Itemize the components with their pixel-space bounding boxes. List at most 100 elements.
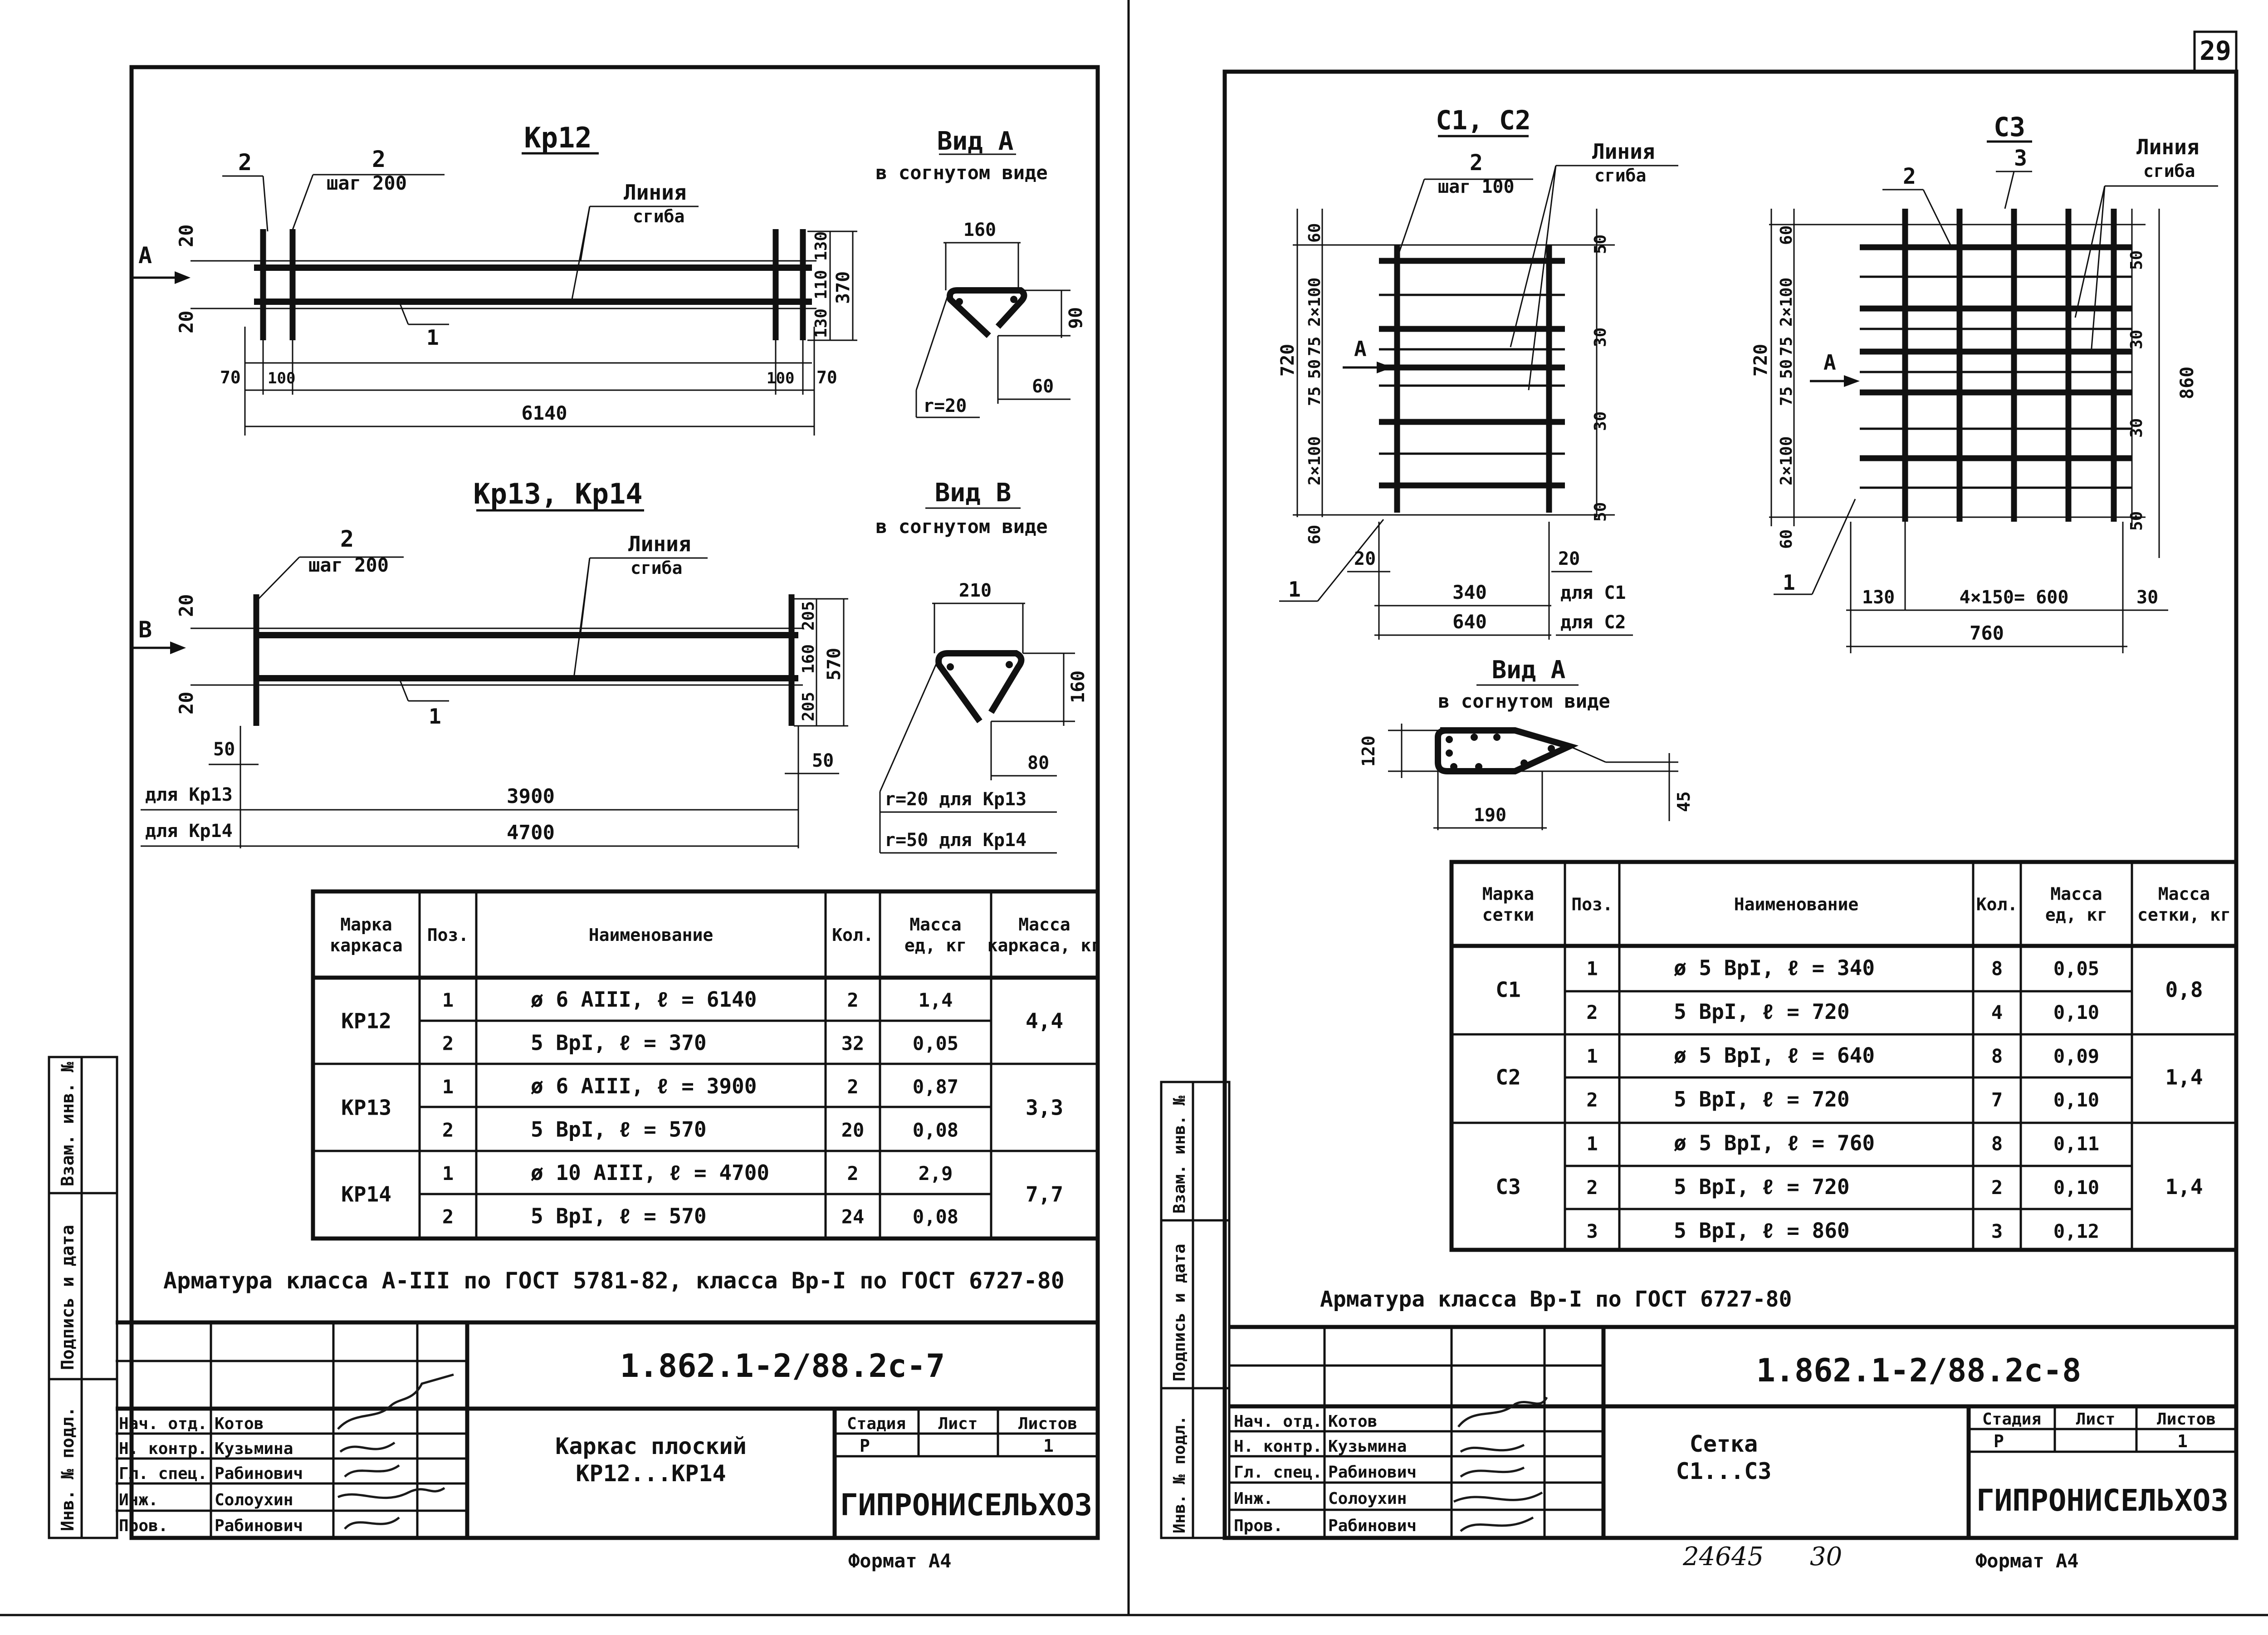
c-table-cell-mass: 0,11 — [2053, 1132, 2099, 1155]
kr12-dim-20-top: 20 — [175, 224, 197, 247]
left-side-stamp: Взам. инв. № Подпись и дата Инв. № подл. — [48, 1056, 118, 1539]
left-sheet-label: Лист — [938, 1415, 978, 1433]
c3-dim-75b: 75 — [1777, 387, 1796, 406]
kr-table-cell-total: 4,4 — [1026, 1009, 1063, 1033]
kr-table-cell-mark: КР13 — [341, 1096, 391, 1120]
kr-table-cell-total: 7,7 — [1026, 1182, 1063, 1207]
c-table-cell-name: 5 ВрI, ℓ = 860 — [1674, 1218, 1850, 1243]
left-name-line1: Каркас плоский — [555, 1433, 746, 1459]
c12-r-30-bot: 30 — [1591, 411, 1610, 431]
kr-table-cell-name: 5 ВрI, ℓ = 370 — [531, 1030, 707, 1055]
kr-table-cell-pos: 1 — [442, 1162, 454, 1185]
c12-dim-20-right: 20 — [1558, 548, 1580, 569]
left-role-2: Н. контр. — [119, 1439, 207, 1458]
kr12-dim-370: 370 — [833, 271, 854, 304]
c-table-cell-qty: 8 — [1991, 957, 2003, 979]
kr13-view-dim-height: 160 — [1068, 671, 1089, 703]
right-name-line2: С1...С3 — [1676, 1458, 1772, 1484]
left-title-block: 1.862.1-2/88.2с-7 Нач. отд. Н. контр. Гл… — [116, 1320, 1098, 1538]
kr-table-cell-mass: 0,08 — [913, 1205, 958, 1228]
c12-pos2-step: шаг 100 — [1438, 176, 1515, 197]
left-name-3: Рабинович — [215, 1464, 303, 1483]
kr12-bend-line-b: сгиба — [633, 206, 684, 226]
kr-table-cell-mass: 0,08 — [913, 1119, 958, 1141]
c12-dim-75b: 75 — [1305, 387, 1324, 406]
right-stage: Р — [1994, 1431, 2004, 1451]
c12-dim-50: 50 — [1305, 359, 1324, 379]
page-number: 29 — [2200, 35, 2231, 66]
right-role-1: Нач. отд. — [1234, 1412, 1322, 1431]
kr13-len-kr14: 4700 — [507, 821, 555, 844]
kr-table-cell-mass: 0,05 — [913, 1032, 958, 1054]
kr-table-cell-pos: 1 — [442, 1076, 454, 1098]
left-side-label-1: Взам. инв. № — [58, 1062, 78, 1186]
c3-bend-line-b: сгиба — [2143, 161, 2195, 181]
c-table-cell-mass: 0,10 — [2053, 1089, 2099, 1111]
left-sheets: 1 — [1043, 1436, 1054, 1456]
c-table-cell-mass: 0,10 — [2053, 1176, 2099, 1199]
kr-table-cell-mass: 0,87 — [913, 1076, 958, 1098]
c3-dim-130: 130 — [1862, 587, 1895, 608]
c12-pos2-label: 2 — [1470, 150, 1483, 176]
kr13-dim-160: 160 — [799, 644, 818, 674]
c12-pos1-label: 1 — [1288, 577, 1301, 602]
kr-table-header-4: Кол. — [832, 925, 874, 945]
c12-bend-line: Линия — [1592, 139, 1655, 164]
kr12-view-dim-height: 90 — [1066, 307, 1086, 329]
c-table-cell-qty: 3 — [1991, 1220, 2003, 1242]
right-name-1: Котов — [1328, 1412, 1377, 1431]
c12-title: С1, С2 — [1436, 105, 1531, 136]
c-table-cell-mass: 0,05 — [2053, 957, 2099, 979]
c3-dim-4x150: 4×150= 600 — [1960, 587, 2069, 608]
right-format: Формат А4 — [1975, 1550, 2079, 1572]
kr12-dim-20-bot: 20 — [175, 310, 197, 333]
left-role-5: Пров. — [119, 1517, 168, 1535]
c-table-cell-name: ø 5 ВрI, ℓ = 760 — [1674, 1131, 1875, 1155]
kr-table-cell-qty: 24 — [841, 1205, 865, 1228]
kr-table-cell-pos: 2 — [442, 1205, 454, 1228]
left-stage: Р — [860, 1436, 870, 1456]
c-table-cell-qty: 7 — [1991, 1089, 2003, 1111]
right-note: Арматура класса Вр-I по ГОСТ 6727-80 — [1320, 1287, 1792, 1312]
view-a-title: Вид А — [1492, 656, 1566, 684]
c-table-cell-pos: 1 — [1586, 1132, 1598, 1155]
c12-arrow-label: А — [1354, 337, 1367, 361]
right-role-2: Н. контр. — [1234, 1437, 1322, 1456]
right-name-2: Кузьмина — [1328, 1437, 1407, 1456]
left-org: ГИПРОНИСЕЛЬХОЗ — [840, 1488, 1092, 1522]
c3-r-50-bot: 50 — [2127, 511, 2146, 531]
kr13-arrow-label: В — [138, 617, 152, 643]
c12-r-30-top: 30 — [1591, 328, 1610, 347]
drawing-kr12: Кр12 2 2 шаг 200 Линия сгиба А 20 20 — [132, 121, 1086, 436]
kr12-view-dim-width: 160 — [963, 220, 996, 240]
c12-dim-340: 340 — [1452, 581, 1487, 603]
c-table-cell-mass: 0,10 — [2053, 1001, 2099, 1023]
kr13-title: Кр13, Кр14 — [473, 477, 642, 510]
kr13-for-kr13: для Кр13 — [145, 784, 233, 805]
kr-table-cell-qty: 20 — [841, 1119, 865, 1141]
c3-dim-860: 860 — [2177, 367, 2198, 399]
inventory-number: 24645 — [1682, 1542, 1764, 1571]
c3-r-50-top: 50 — [2127, 250, 2146, 270]
view-a-dim-height: 120 — [1359, 735, 1378, 767]
left-code: 1.862.1-2/88.2с-7 — [620, 1347, 945, 1385]
c-table-cell-qty: 2 — [1991, 1176, 2003, 1199]
kr12-view-radius: r=20 — [923, 396, 967, 416]
view-a-dim-width: 190 — [1474, 805, 1506, 826]
kr-table-cell-pos: 2 — [442, 1119, 454, 1141]
c-table-cell-qty: 8 — [1991, 1132, 2003, 1155]
kr-table-cell-qty: 32 — [841, 1032, 865, 1054]
c-table-cell-name: 5 ВрI, ℓ = 720 — [1674, 999, 1850, 1024]
c12-r-50-bot: 50 — [1591, 502, 1610, 522]
kr-table-cell-name: ø 10 АIII, ℓ = 4700 — [531, 1160, 769, 1185]
c-table-cell-total: 1,4 — [2165, 1175, 2203, 1199]
kr12-view-dim-tail: 60 — [1032, 376, 1054, 397]
kr12-pos2-step: шаг 200 — [327, 172, 407, 194]
left-name-4: Солоухин — [215, 1491, 293, 1509]
view-a-dim-tail: 45 — [1674, 791, 1694, 812]
kr12-title: Кр12 — [524, 121, 591, 154]
